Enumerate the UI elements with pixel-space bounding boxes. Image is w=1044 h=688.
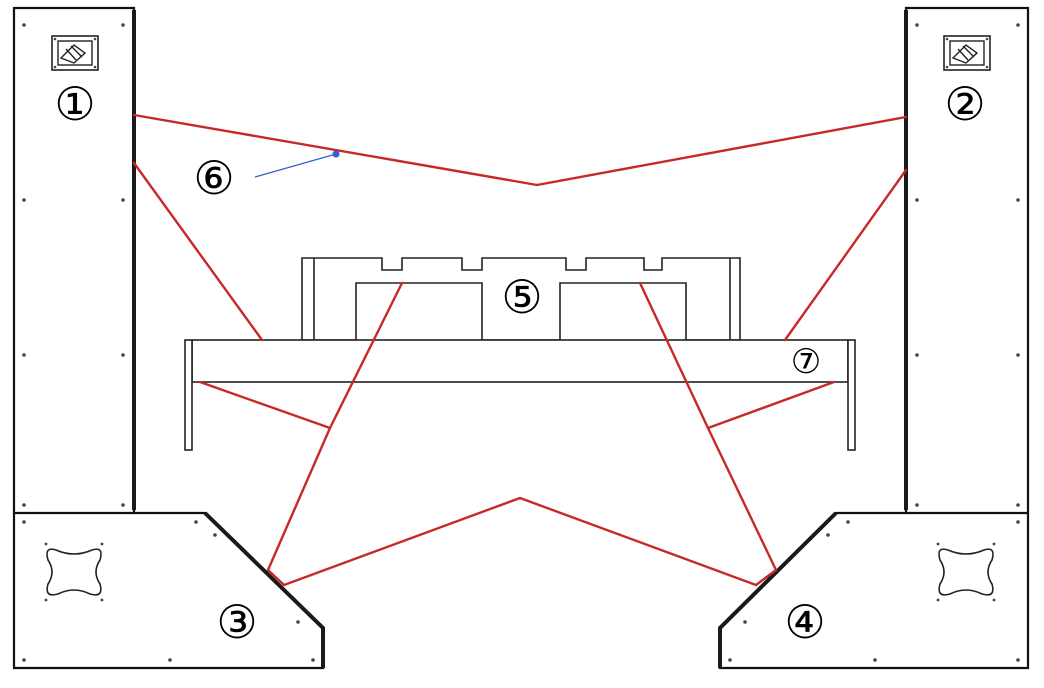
rope-right-to-beam	[783, 168, 908, 342]
rope-bottom	[282, 496, 758, 587]
beam-left-leg	[184, 339, 193, 451]
right-frame	[718, 6, 1030, 670]
callout-6-label: ⑥	[193, 151, 234, 205]
callout-5-label: ⑤	[501, 270, 542, 324]
left-edge-heavy	[132, 10, 325, 668]
rope-left-down	[266, 426, 332, 572]
callout-7-label: ⑦	[791, 342, 821, 382]
rope-left-to-beam	[132, 161, 264, 342]
rope-top	[132, 113, 908, 187]
rope-right-down	[706, 426, 778, 572]
callout-1-label: ①	[54, 77, 95, 131]
camera-icon	[943, 35, 991, 71]
mounting-holes	[22, 23, 1020, 662]
right-edge-heavy	[718, 10, 908, 668]
fixture-object-5	[301, 257, 741, 341]
rounded-cross-cutout-icon	[44, 542, 104, 602]
beam-right-leg	[847, 339, 856, 451]
callout-labels: ① ② ③ ④ ⑤ ⑥ ⑦	[54, 77, 985, 649]
callout-3-label: ③	[216, 595, 257, 649]
callout-6-leader	[254, 150, 340, 178]
callout-2-label: ②	[944, 77, 985, 131]
left-frame	[12, 6, 325, 670]
rounded-cross-cutout-icon	[936, 542, 996, 602]
callout-4-label: ④	[784, 595, 825, 649]
rope-lines	[132, 113, 908, 587]
camera-icon	[51, 35, 99, 71]
beam-object-7	[184, 339, 856, 451]
beam-body	[191, 339, 849, 383]
